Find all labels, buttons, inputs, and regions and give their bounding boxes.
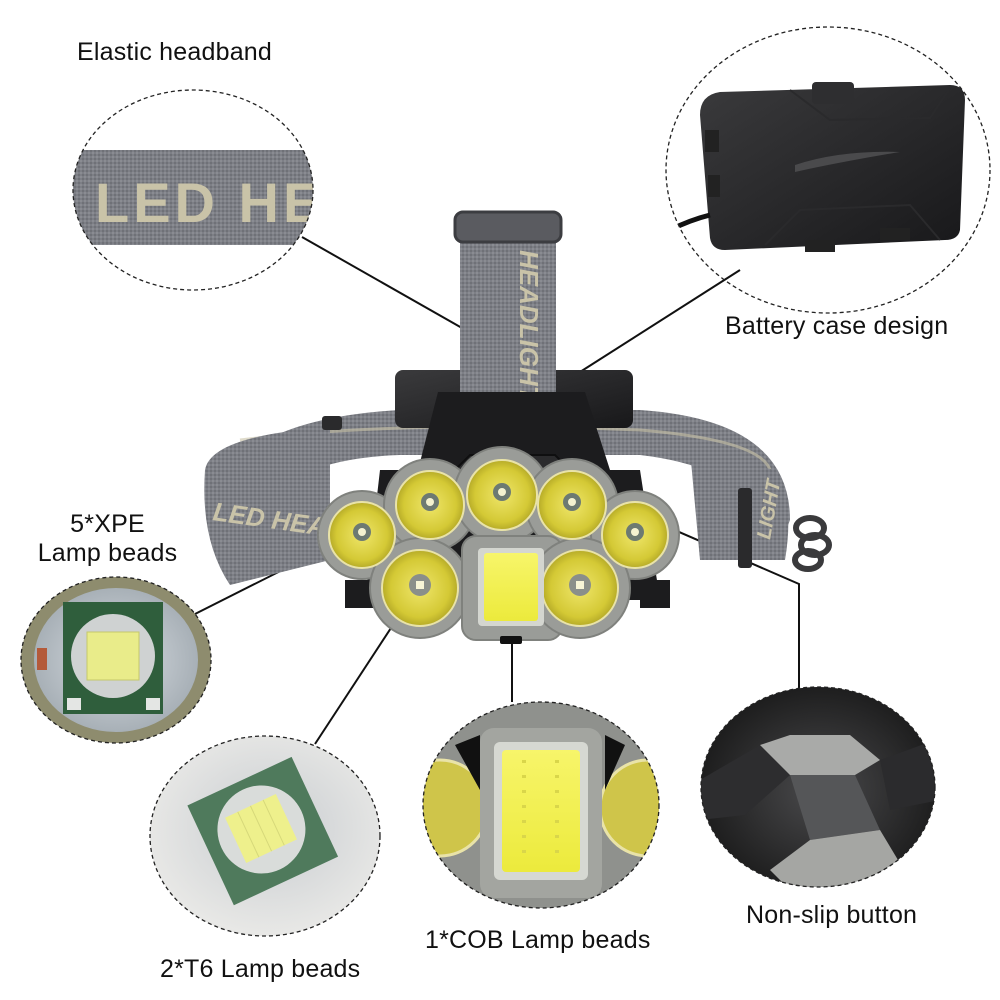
label-non-slip: Non-slip button xyxy=(746,901,918,929)
headband-left xyxy=(204,430,330,585)
t6-lens-2 xyxy=(541,549,619,627)
xpe-lens-1 xyxy=(328,501,396,569)
xpe-lens-3 xyxy=(466,459,538,531)
headlamp-product: LED HEADL LIGHT HEADLIGHT xyxy=(204,210,832,644)
xpe-lens-5 xyxy=(601,501,669,569)
label-battery-case: Battery case design xyxy=(725,312,949,340)
label-xpe-line1: 5*XPE xyxy=(70,510,145,538)
label-cob: 1*COB Lamp beads xyxy=(425,926,651,954)
band-buckle-left xyxy=(322,416,342,430)
t6-lens-1 xyxy=(381,549,459,627)
top-strap-text: HEADLIGHT xyxy=(514,250,544,404)
band-buckle-right xyxy=(738,488,752,568)
headband-callout-line xyxy=(301,236,463,329)
battery-callout-line xyxy=(579,269,741,373)
t6-closeup xyxy=(149,735,381,937)
top-strap xyxy=(460,218,556,396)
xpe-closeup xyxy=(20,576,212,744)
closeup-strap-text: LED HE xyxy=(95,171,324,234)
cob-panel xyxy=(478,548,544,626)
headband-closeup: LED HE xyxy=(72,89,324,291)
label-t6: 2*T6 Lamp beads xyxy=(160,955,361,983)
label-xpe: 5*XPE Lamp beads xyxy=(25,510,190,568)
xpe-lens-4 xyxy=(537,470,607,540)
cob-closeup xyxy=(422,701,660,909)
t6-lenses xyxy=(381,549,619,627)
top-strap-buckle xyxy=(453,210,563,244)
xpe-lens-2 xyxy=(395,470,465,540)
coiled-cable-icon xyxy=(792,515,832,572)
battery-case-closeup xyxy=(665,26,991,314)
label-elastic-headband: Elastic headband xyxy=(77,38,273,66)
xpe-lenses xyxy=(328,459,669,569)
headband-back xyxy=(215,410,790,560)
button-closeup xyxy=(700,686,936,888)
label-xpe-line2: Lamp beads xyxy=(37,538,178,567)
